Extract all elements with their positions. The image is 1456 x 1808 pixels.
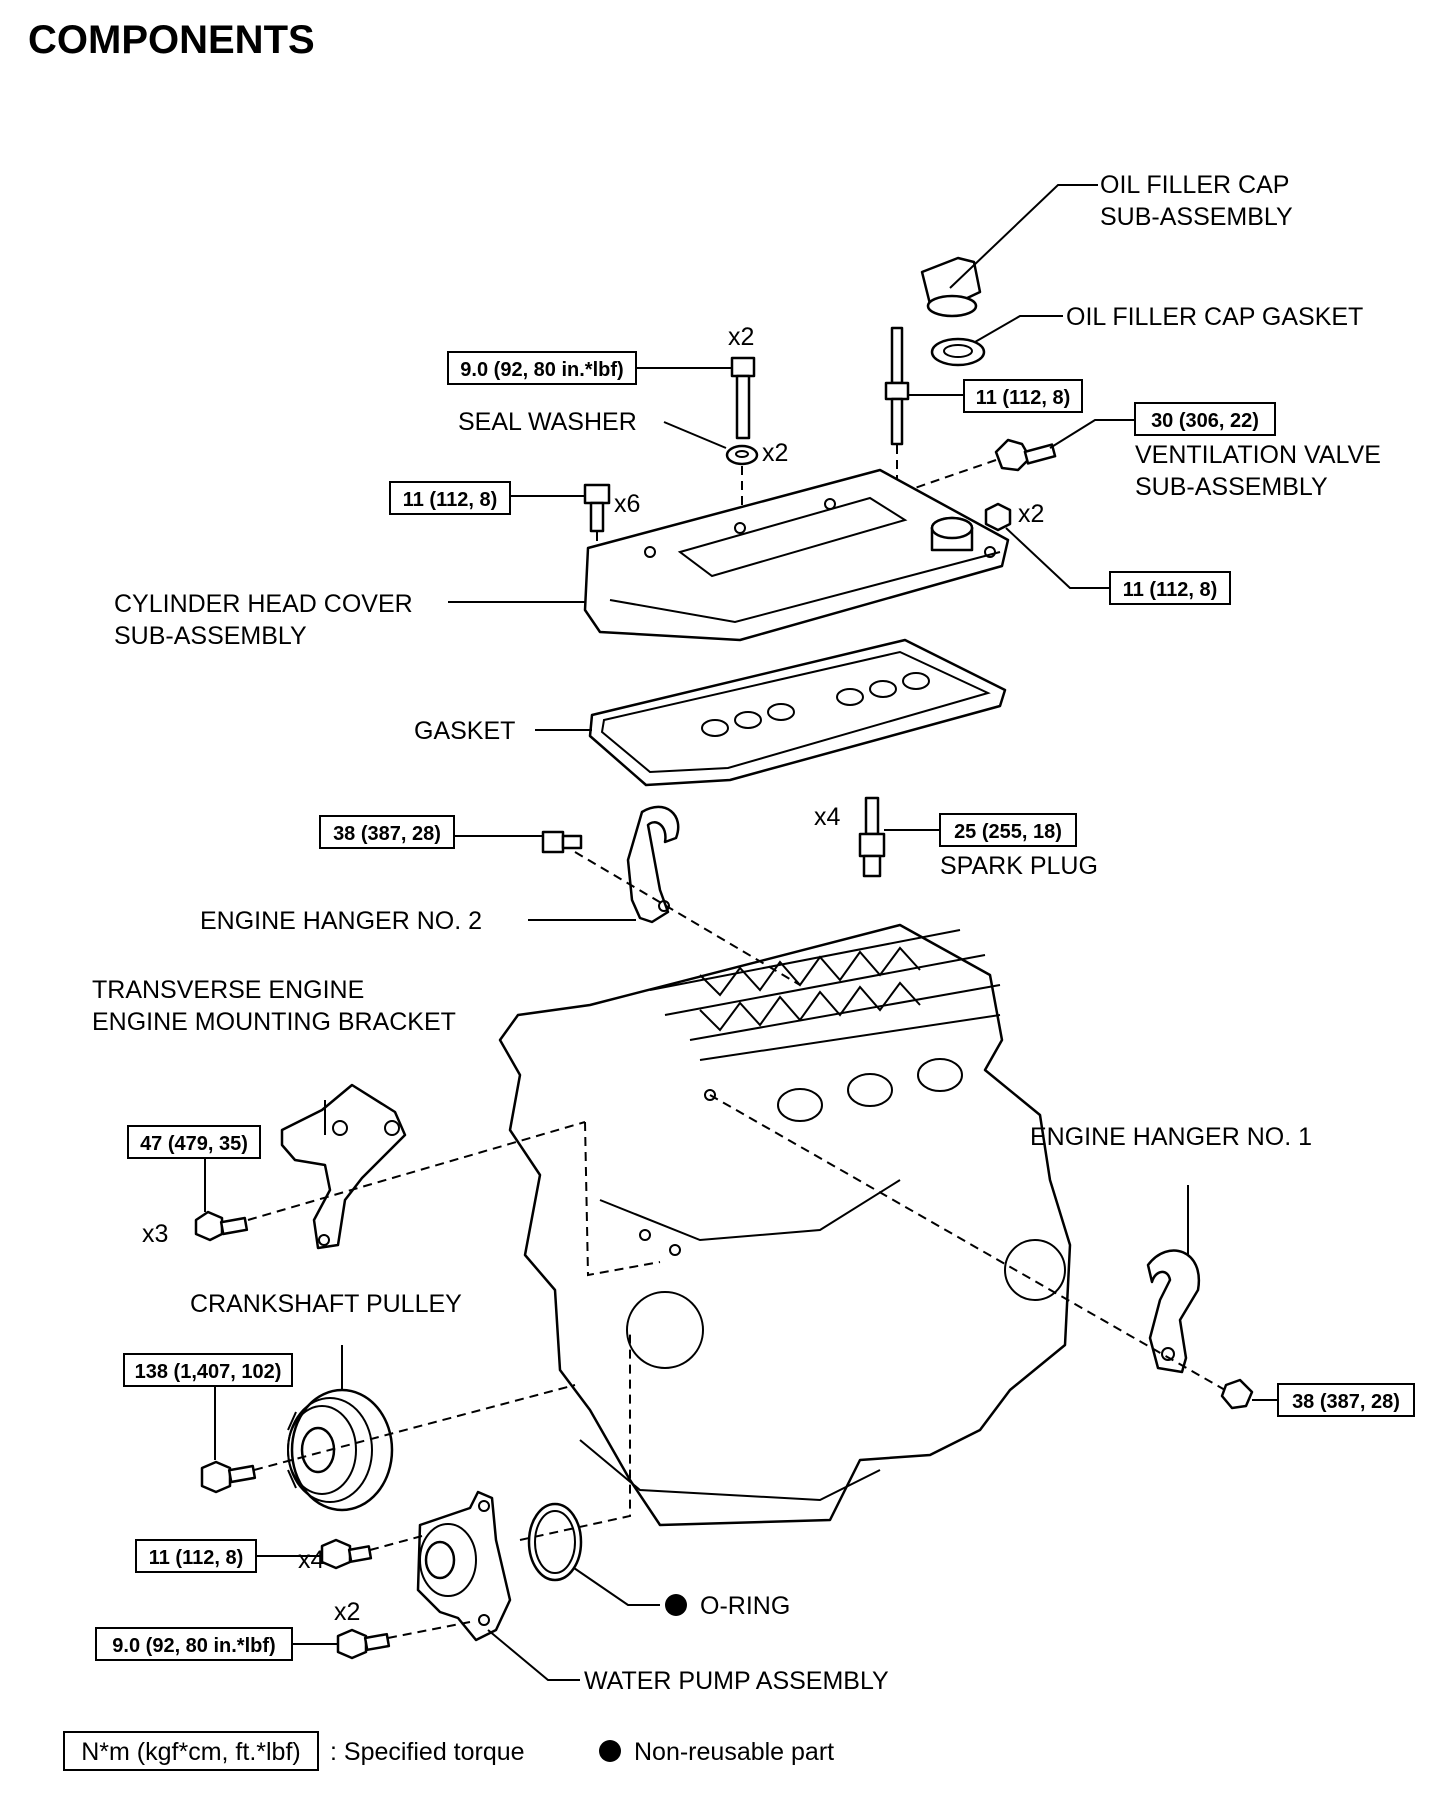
legend-non-reusable-mark (599, 1740, 621, 1762)
torque-engine-hanger-1: 38 (387, 28) (1292, 1391, 1400, 1413)
water-pump-drawing (416, 1490, 512, 1642)
crankshaft-pulley-bolt-drawing (200, 1460, 257, 1494)
leader-water-pump (487, 1629, 580, 1681)
label-ventilation-valve-1: VENTILATION VALVE (1135, 441, 1381, 469)
torque-water-pump-bolts: 11 (112, 8) (149, 1547, 244, 1569)
stud-bolt-drawing (730, 356, 756, 440)
torque-box-engine-hanger-2 (319, 815, 455, 849)
qty-water-pump-bolts: x4 (298, 1546, 325, 1574)
qty-spark-plug: x4 (814, 803, 841, 831)
torque-box-cover-bolts (389, 481, 511, 515)
torque-box-spark-plug (939, 813, 1077, 847)
dash-engine-hanger-2 (574, 851, 801, 986)
torque-box-ventilation-valve (1134, 402, 1276, 436)
torque-cover-nuts: 11 (112, 8) (1123, 579, 1218, 601)
engine-block-outline (498, 923, 1072, 1527)
o-ring-drawing (527, 1502, 583, 1582)
leader-ventilation-valve (1049, 419, 1135, 449)
torque-box-cover-stud (963, 379, 1083, 413)
legend-non-reusable: Non-reusable part (634, 1738, 834, 1766)
gasket-drawing (588, 638, 1007, 787)
label-seal-washer: SEAL WASHER (458, 408, 637, 436)
leader-cover-nuts (1005, 527, 1110, 589)
dash-crankshaft-pulley (253, 1384, 576, 1471)
torque-box-mounting-bracket (127, 1125, 261, 1159)
legend-specified-torque: : Specified torque (330, 1738, 525, 1766)
torque-cover-stud: 11 (112, 8) (976, 387, 1071, 409)
legend-torque-unit: N*m (kgf*cm, ft.*lbf) (81, 1738, 300, 1766)
crankshaft-pulley-drawing (287, 1388, 394, 1512)
torque-cover-bolts: 11 (112, 8) (403, 489, 498, 511)
seal-washer-drawing (725, 444, 759, 466)
label-cylinder-head-cover-1: CYLINDER HEAD COVER (114, 590, 413, 618)
torque-box-water-pump-bolts (135, 1539, 257, 1573)
oil-filler-cap-gasket-drawing (930, 337, 986, 367)
page-title: COMPONENTS (28, 18, 315, 62)
dash-ventilation-valve (879, 459, 997, 501)
dash-water-pump-nuts (387, 1621, 471, 1639)
torque-engine-hanger-2: 38 (387, 28) (333, 823, 441, 845)
label-engine-hanger-1: ENGINE HANGER NO. 1 (1030, 1123, 1312, 1151)
torque-mounting-bracket: 47 (479, 35) (140, 1133, 248, 1155)
dash-engine-hanger-1 (709, 1094, 1226, 1391)
label-oil-filler-cap-gasket: OIL FILLER CAP GASKET (1066, 303, 1363, 331)
qty-water-pump-nuts: x2 (334, 1598, 360, 1626)
label-ventilation-valve-2: SUB-ASSEMBLY (1135, 473, 1328, 501)
torque-box-cover-nuts (1109, 571, 1231, 605)
engine-hanger-2-drawing (626, 805, 680, 924)
cylinder-head-cover-drawing (583, 468, 1010, 642)
legend-torque-box (63, 1731, 319, 1771)
torque-water-pump-nuts: 9.0 (92, 80 in.*lbf) (112, 1635, 275, 1657)
leader-seal-washer (663, 421, 727, 449)
oil-filler-cap-drawing (920, 256, 982, 318)
label-water-pump: WATER PUMP ASSEMBLY (584, 1667, 889, 1695)
torque-crankshaft-pulley: 138 (1,407, 102) (135, 1361, 282, 1383)
label-mounting-bracket-2: ENGINE MOUNTING BRACKET (92, 1008, 456, 1036)
torque-box-engine-hanger-1 (1277, 1383, 1415, 1417)
dash-water-pump (519, 1330, 631, 1541)
label-gasket: GASKET (414, 717, 515, 745)
torque-box-crankshaft-pulley (123, 1353, 293, 1387)
qty-stud-bolt: x2 (728, 323, 754, 351)
leader-oil-filler-cap (949, 184, 1098, 289)
engine-hanger-1-drawing (1146, 1249, 1201, 1374)
cover-bolt-drawing (583, 483, 611, 533)
label-oil-filler-cap-1: OIL FILLER CAP (1100, 171, 1289, 199)
label-oil-filler-cap-2: SUB-ASSEMBLY (1100, 203, 1293, 231)
non-reusable-mark-o-ring (665, 1594, 687, 1616)
engine-hanger-1-bolt-drawing (1220, 1378, 1254, 1410)
qty-cover-nuts: x2 (1018, 500, 1044, 528)
label-spark-plug: SPARK PLUG (940, 852, 1098, 880)
leader-o-ring (573, 1567, 660, 1606)
leader-oil-filler-cap-gasket (974, 315, 1063, 343)
mounting-bracket-bolt-drawing (194, 1210, 249, 1242)
label-crankshaft-pulley: CRANKSHAFT PULLEY (190, 1290, 462, 1318)
torque-spark-plug: 25 (255, 18) (954, 821, 1062, 843)
qty-seal-washer: x2 (762, 439, 788, 467)
label-mounting-bracket-1: TRANSVERSE ENGINE (92, 976, 364, 1004)
cover-stud-drawing (884, 326, 910, 446)
spark-plug-drawing (858, 796, 886, 878)
cover-nut-drawing (984, 502, 1012, 532)
qty-mounting-bracket: x3 (142, 1220, 168, 1248)
torque-ventilation-valve: 30 (306, 22) (1151, 410, 1259, 432)
mounting-bracket-drawing (280, 1083, 407, 1250)
water-pump-bolt-drawing (320, 1538, 373, 1570)
dash-mounting-bracket-2 (584, 1121, 661, 1277)
qty-cover-bolts: x6 (614, 490, 640, 518)
dash-mounting-bracket-1 (247, 1121, 586, 1221)
ventilation-valve-drawing (994, 438, 1057, 472)
engine-hanger-2-bolt-drawing (541, 830, 583, 854)
label-engine-hanger-2: ENGINE HANGER NO. 2 (200, 907, 482, 935)
torque-box-water-pump-nuts (95, 1627, 293, 1661)
label-o-ring: O-RING (700, 1592, 790, 1620)
dash-water-pump-bolts (369, 1535, 423, 1551)
water-pump-nut-drawing (336, 1628, 391, 1660)
label-cylinder-head-cover-2: SUB-ASSEMBLY (114, 622, 307, 650)
torque-stud-bolt: 9.0 (92, 80 in.*lbf) (460, 359, 623, 381)
